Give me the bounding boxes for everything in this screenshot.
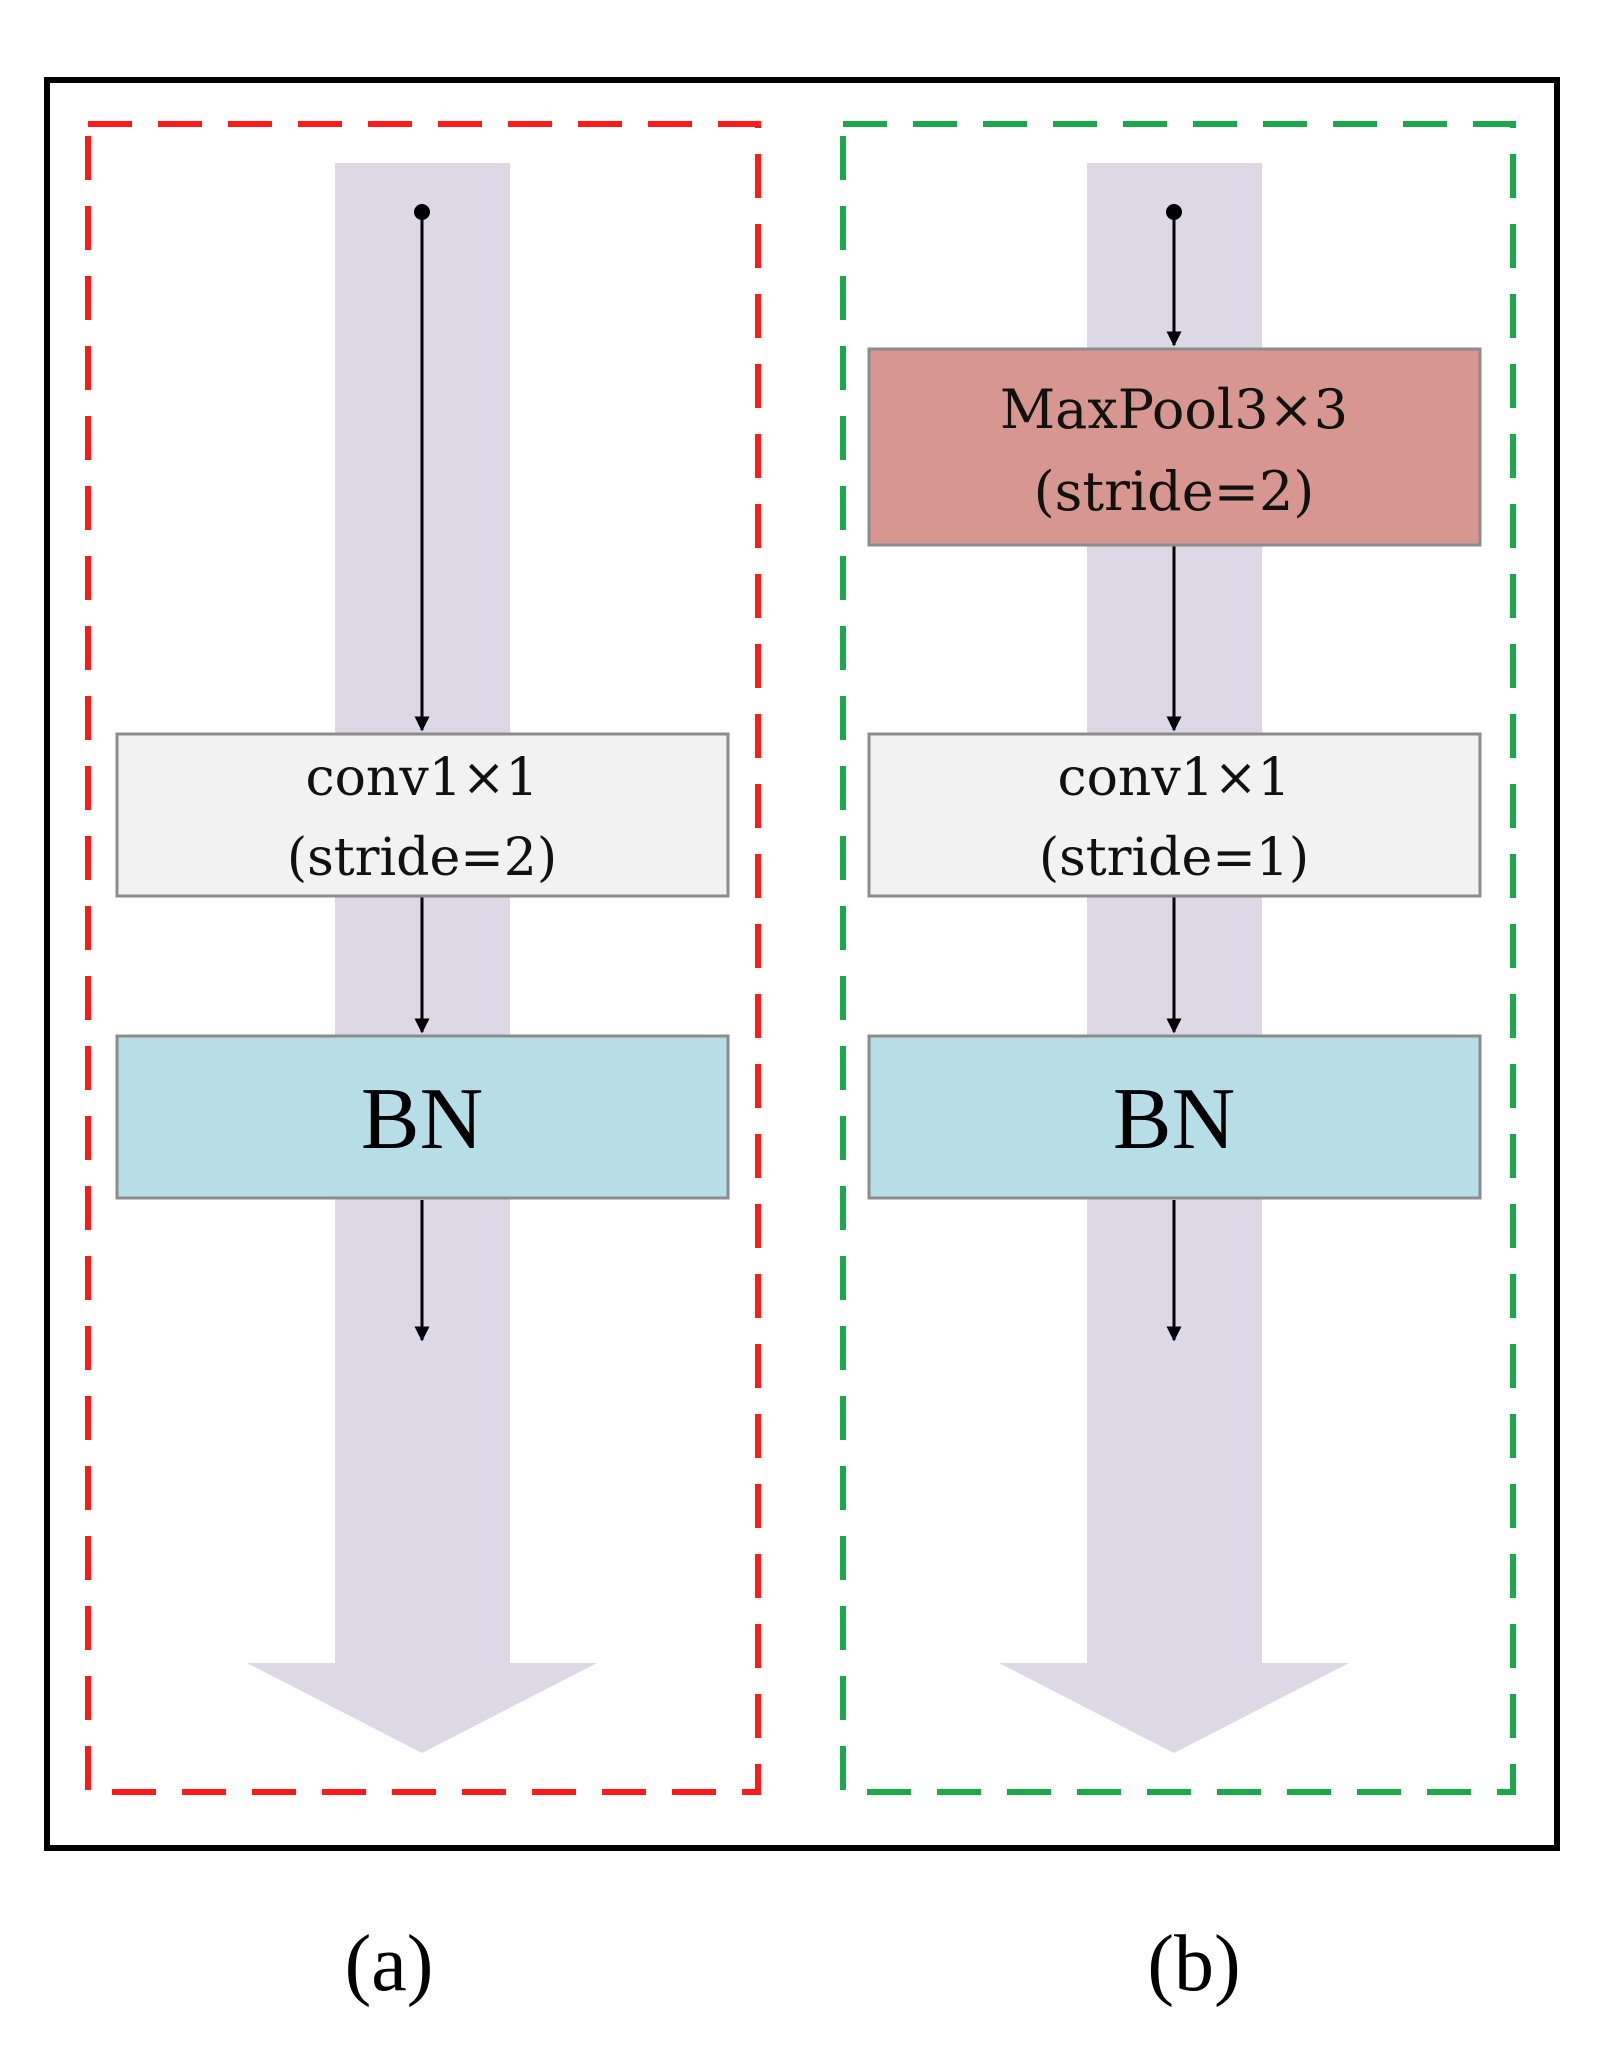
panel-b-conv-label-line2: (stride=1)	[1039, 828, 1309, 888]
panel-b-maxpool-label-line1: MaxPool3×3	[1000, 378, 1348, 441]
panel-b-maxpool-block: MaxPool3×3 (stride=2)	[867, 347, 1482, 547]
panel-a: conv1×1 (stride=2) BN	[85, 121, 761, 1795]
panel-b-conv-label-line1: conv1×1	[1057, 748, 1290, 808]
panel-b-caption: (b)	[1147, 1920, 1240, 2008]
panel-a-bn-label: BN	[361, 1071, 483, 1168]
panel-a-conv-label-line2: (stride=2)	[287, 828, 557, 888]
panel-b-bn-block: BN	[867, 1034, 1482, 1200]
panel-b-dashed-border	[840, 121, 1516, 1795]
panel-a-dashed-border	[85, 121, 761, 1795]
panel-b-maxpool-label-line2: (stride=2)	[1034, 460, 1315, 523]
panel-a-conv-label-line1: conv1×1	[305, 748, 538, 808]
panel-b-conv-block: conv1×1 (stride=1)	[867, 732, 1482, 898]
panel-b-bn-label: BN	[1113, 1071, 1235, 1168]
panel-a-bn-block: BN	[115, 1034, 730, 1200]
panel-a-conv-block: conv1×1 (stride=2)	[115, 732, 730, 898]
outer-frame	[44, 77, 1560, 1851]
panel-b: MaxPool3×3 (stride=2) conv1×1 (stride=1)…	[840, 121, 1516, 1795]
panel-a-caption: (a)	[345, 1920, 434, 2008]
